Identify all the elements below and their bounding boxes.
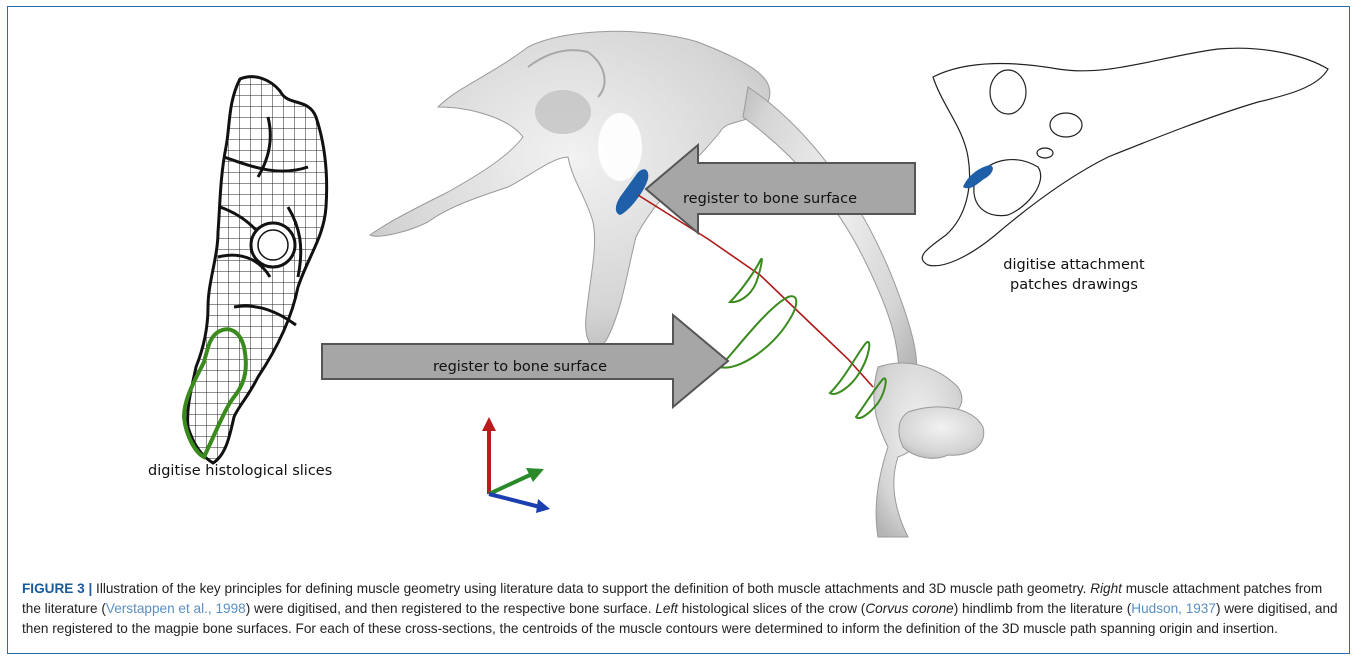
attachment-drawing [922,48,1328,266]
bone-model [370,31,984,537]
caption-species: Corvus corone [865,601,953,616]
pelvis-lower-opening [647,219,709,307]
label-digitise-histological: digitise histological slices [148,463,332,479]
arrow-label-top: register to bone surface [683,191,857,207]
caption-left: Left [655,601,678,616]
caption-right: Right [1090,581,1122,596]
histological-slice [184,77,327,463]
muscle-cross-sections [720,259,886,418]
label-digitise-drawings: digitise attachment patches drawings [994,255,1154,295]
pelvis-fenestra [598,113,642,181]
tibia-head [899,407,984,458]
ref-verstappen-link[interactable]: Verstappen et al., 1998 [106,601,246,616]
caption-text-5: ) hindlimb from the literature ( [954,601,1132,616]
drawing-hole-3 [1037,148,1053,158]
label-digitise-drawings-line2: patches drawings [994,275,1154,295]
caption-text-1: Illustration of the key principles for d… [92,581,1090,596]
drawing-patch [963,165,993,188]
histology-outline [188,77,327,463]
label-digitise-drawings-line1: digitise attachment [994,255,1154,275]
caption-text-4: histological slices of the crow ( [678,601,865,616]
cross-section-3 [830,342,869,394]
femur-shaft [743,87,917,392]
figure-label: FIGURE 3 | [22,581,92,596]
cross-section-2 [720,296,796,367]
pelvis-foramen [535,90,591,134]
drawing-outline [922,48,1328,266]
arrow-label-bottom: register to bone surface [433,359,607,375]
figure-frame: digitise histological slices digitise at… [7,6,1350,654]
caption-text-3: ) were digitised, and then registered to… [246,601,656,616]
figure-caption: FIGURE 3 | Illustration of the key princ… [22,579,1344,639]
ref-hudson-link[interactable]: Hudson, 1937 [1131,601,1216,616]
drawing-hole-1 [990,70,1026,114]
axis-triad-icon [482,417,550,513]
drawing-hole-2 [1050,113,1082,137]
register-arrow-top [646,145,915,233]
